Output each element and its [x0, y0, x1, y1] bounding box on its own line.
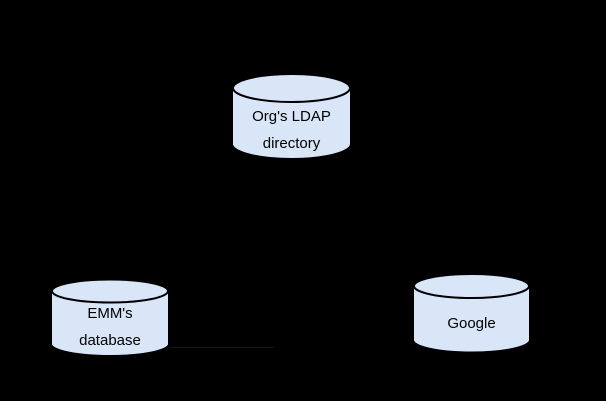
google-label-line1: Google [447, 315, 496, 332]
cylinder-body [412, 286, 531, 354]
google-label: Google [412, 310, 531, 337]
cylinder-top-ellipse [51, 278, 169, 304]
cylinder-top-ellipse [232, 73, 351, 103]
emm-database-label-line1: EMM's [87, 305, 133, 322]
google-node: Google [412, 272, 531, 355]
emm-to-google-connector-line [170, 347, 274, 348]
emm-database-label-line2: database [79, 332, 141, 349]
cylinder-body [231, 88, 352, 160]
ldap-directory-label: Org's LDAP directory [231, 103, 352, 157]
emm-database-label: EMM's database [50, 300, 170, 354]
cylinder-top-ellipse [413, 273, 530, 299]
database-cylinder-icon [412, 273, 531, 354]
database-cylinder-icon [231, 73, 352, 160]
ldap-directory-label-line1: Org's LDAP [252, 108, 331, 125]
ldap-directory-label-line2: directory [262, 135, 321, 152]
database-cylinder-icon [50, 278, 170, 357]
ldap-directory-node: Org's LDAP directory [231, 72, 352, 160]
cylinder-body [50, 291, 170, 357]
emm-database-node: EMM's database [50, 278, 170, 358]
